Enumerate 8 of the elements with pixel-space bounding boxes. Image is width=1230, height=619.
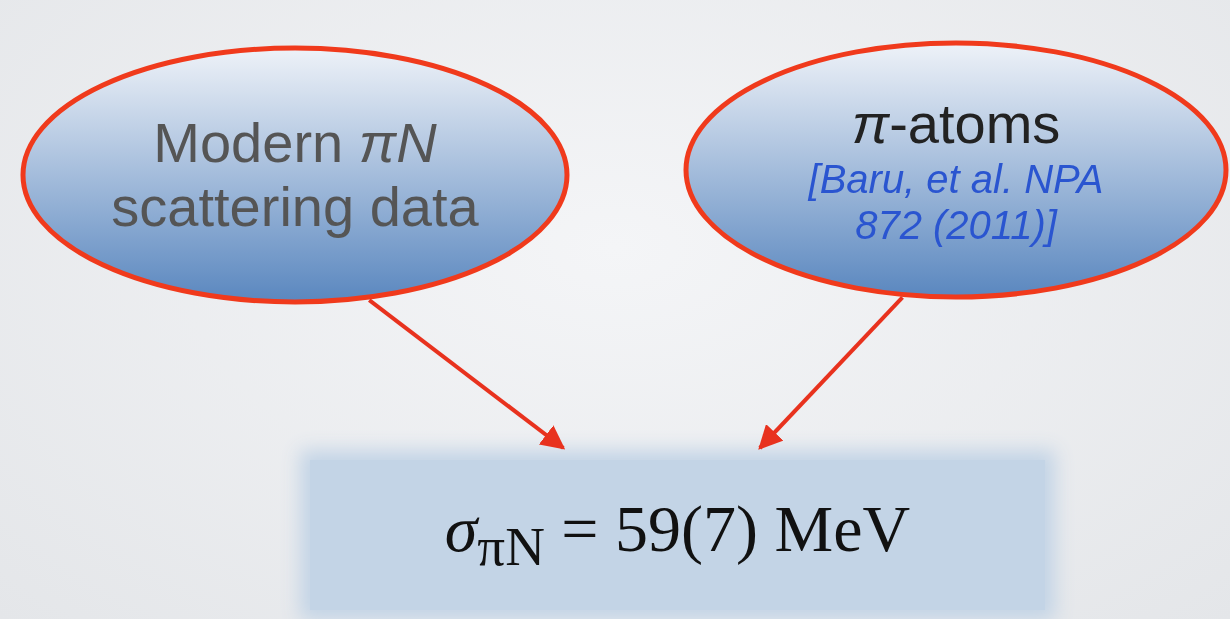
node-text: Modern πN scattering data [110,110,480,240]
arrow [758,296,904,450]
arrow [368,298,566,450]
node-text: π-atoms [851,91,1061,157]
oval-node [20,45,570,305]
oval-node [683,40,1229,300]
formula-text: σ$_{πN}$ = 59(7) MeV [444,491,911,579]
citation-text: [Baru, et al. NPA 872 (2011)] [806,156,1105,249]
